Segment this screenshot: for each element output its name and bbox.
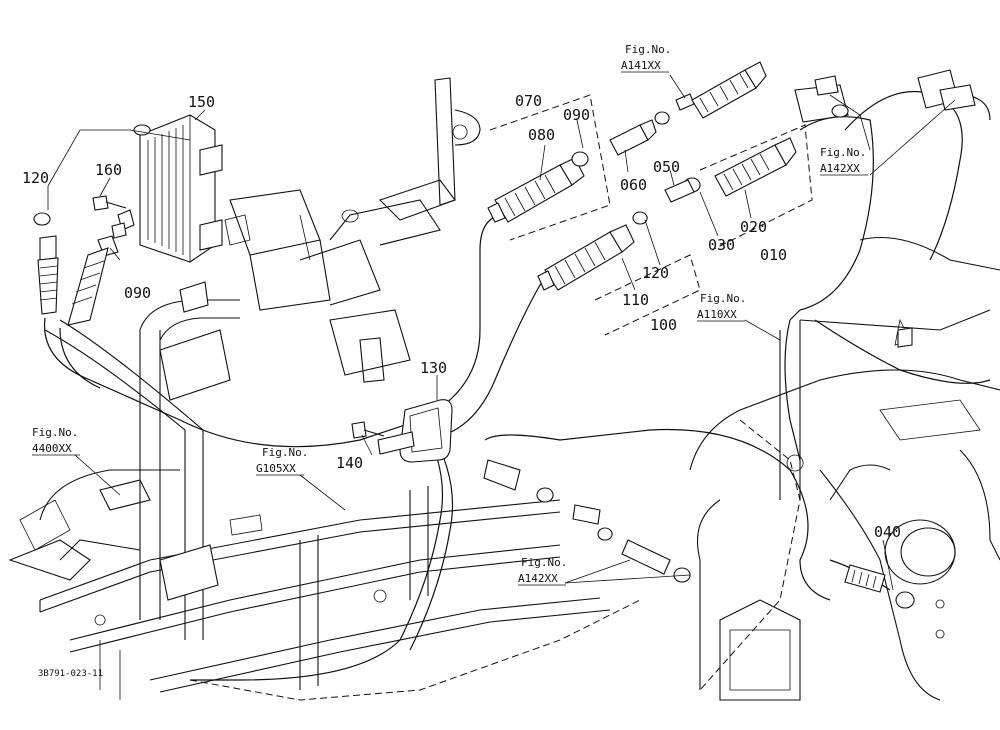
- hose-a141-group: [691, 61, 767, 119]
- part-label-050: 050: [653, 158, 680, 176]
- fig-ref-a110-label: Fig.No.: [700, 292, 746, 305]
- fig-ref-a141-code: A141XX: [621, 59, 661, 72]
- part-label-110: 110: [622, 291, 649, 309]
- part-label-080: 080: [528, 126, 555, 144]
- part-label-020: 020: [740, 218, 767, 236]
- part-label-150: 150: [188, 93, 215, 111]
- fig-ref-g105-code: G105XX: [256, 462, 296, 475]
- hose-100-group: [537, 224, 701, 336]
- leader-lines: [47, 74, 956, 591]
- part-label-140: 140: [336, 454, 363, 472]
- fig-ref-a142-top-code: A142XX: [820, 162, 860, 175]
- top-right-connector: [794, 69, 976, 123]
- fig-ref-a142-top-label: Fig.No.: [820, 146, 866, 159]
- hose-070-group: [487, 93, 695, 241]
- part-label-040: 040: [874, 523, 901, 541]
- chassis-frame: [8, 77, 1000, 701]
- fig-ref-4400-label: Fig.No.: [32, 426, 78, 439]
- part-label-120-left: 120: [22, 169, 49, 187]
- fig-references: Fig.No. A141XX Fig.No. A142XX Fig.No. A1…: [32, 43, 868, 586]
- fitting-040: [844, 564, 915, 609]
- part-label-130: 130: [420, 359, 447, 377]
- part-label-030: 030: [708, 236, 735, 254]
- bolt-160: [92, 195, 127, 211]
- part-label-160: 160: [95, 161, 122, 179]
- fig-ref-a142-bottom-label: Fig.No.: [521, 556, 567, 569]
- left-hose-fittings: [33, 212, 127, 326]
- bottom-fittings: [483, 459, 691, 583]
- fig-ref-a110-code: A110XX: [697, 308, 737, 321]
- part-label-070: 070: [515, 92, 542, 110]
- part-label-090-left: 090: [124, 284, 151, 302]
- bolt-140: [351, 421, 385, 439]
- fig-ref-g105-label: Fig.No.: [262, 446, 308, 459]
- fig-ref-a141-label: Fig.No.: [625, 43, 671, 56]
- part-label-120-mid: 120: [642, 264, 669, 282]
- hose-010-group: [632, 124, 813, 251]
- part-label-060: 060: [620, 176, 647, 194]
- fig-ref-a142-bottom-code: A142XX: [518, 572, 558, 585]
- oil-cooler: [117, 114, 223, 263]
- fig-ref-4400-code: 4400XX: [32, 442, 72, 455]
- part-label-010: 010: [760, 246, 787, 264]
- part-number-labels: 150 160 120 090 070 090 080 060 050 020 …: [22, 92, 901, 541]
- clamp-130: [377, 399, 453, 463]
- part-label-090-top: 090: [563, 106, 590, 124]
- part-label-100: 100: [650, 316, 677, 334]
- drawing-code: 3B791-023-11: [38, 669, 103, 679]
